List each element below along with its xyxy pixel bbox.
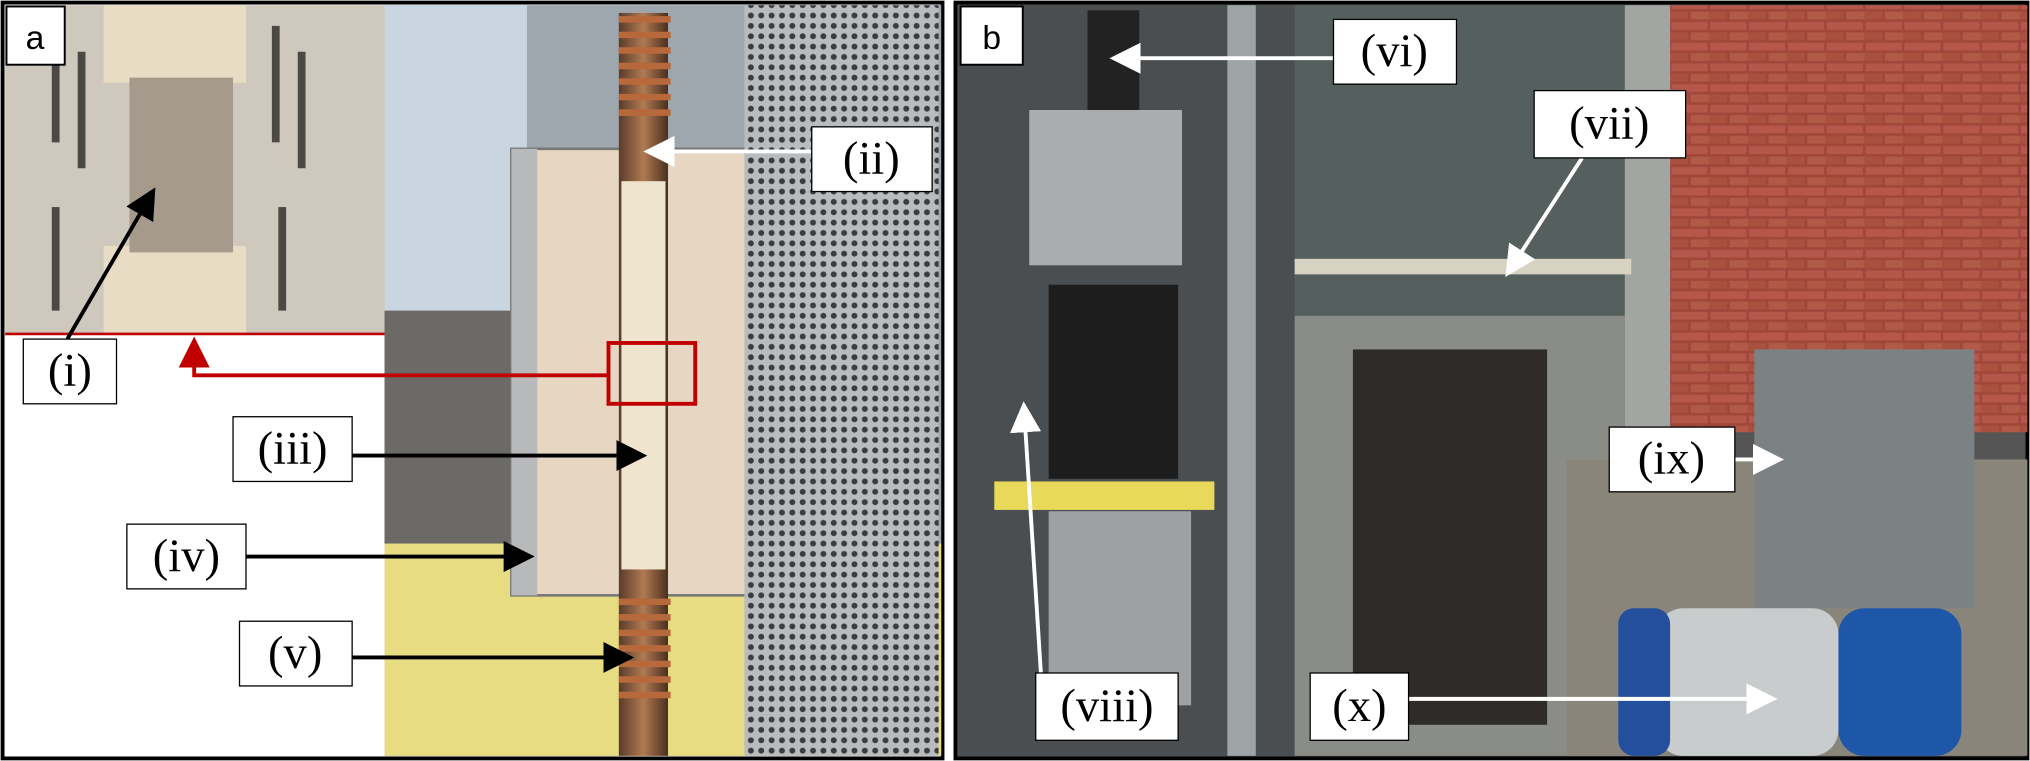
panel-a: a (i) (ii) (iii) (iv) (v) <box>0 0 945 761</box>
panel-a-label-box <box>5 5 66 66</box>
callout-viii: (viii) <box>1035 672 1179 741</box>
arrow-viii <box>1010 401 1043 674</box>
svg-text:(vii): (vii) <box>1569 97 1649 149</box>
furnace-photo <box>384 5 942 756</box>
panel-a-label: a <box>26 20 45 57</box>
callout-ii: (ii) <box>811 126 933 193</box>
panel-b-label: b <box>982 20 1001 57</box>
svg-text:(vi): (vi) <box>1361 25 1428 77</box>
test-frame-photo <box>958 5 2028 756</box>
callout-iv: (iv) <box>126 523 247 590</box>
arrow-vii <box>1505 156 1584 278</box>
svg-text:(iv): (iv) <box>153 530 220 582</box>
svg-text:(v): (v) <box>268 627 322 679</box>
callout-x: (x) <box>1309 672 1410 741</box>
panel-b-label-box <box>959 5 1024 66</box>
svg-text:(viii): (viii) <box>1060 680 1153 732</box>
panel-b: b (vi) (vii) (viii) (ix) (x) <box>953 0 2030 761</box>
callout-ix: (ix) <box>1608 426 1736 493</box>
svg-text:(ii): (ii) <box>843 132 900 184</box>
inset-link-arrow <box>178 336 609 378</box>
callout-i: (i) <box>22 338 118 405</box>
callout-vii: (vii) <box>1533 89 1687 159</box>
arrow-i <box>65 187 156 341</box>
svg-text:(ix): (ix) <box>1638 433 1705 485</box>
callout-vi: (vi) <box>1332 18 1458 85</box>
callout-iii: (iii) <box>232 416 353 483</box>
callout-v: (v) <box>238 620 353 687</box>
svg-text:(i): (i) <box>48 345 92 397</box>
svg-text:(iii): (iii) <box>258 422 328 474</box>
svg-text:(x): (x) <box>1332 680 1386 732</box>
specimen-inset-photo <box>5 5 385 336</box>
